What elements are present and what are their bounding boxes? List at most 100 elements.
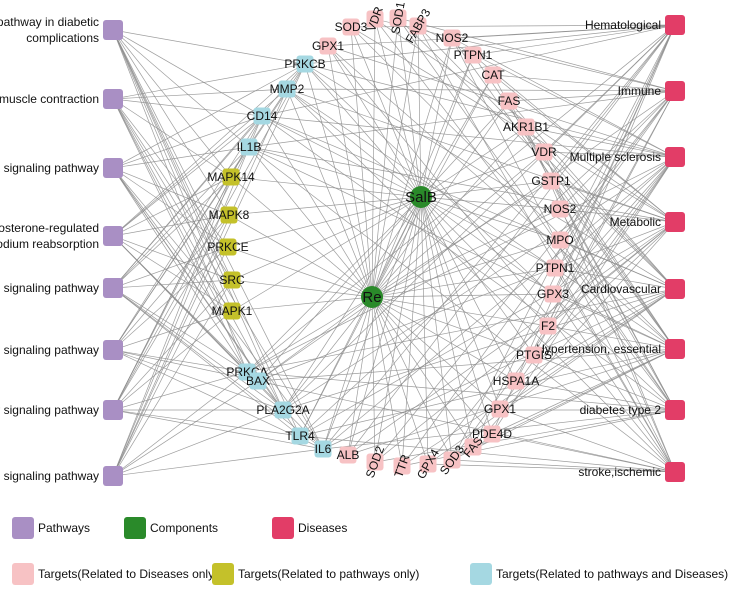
legend-swatch-target-pathway	[212, 563, 234, 585]
edge-gnrh-signaling-pathway-tlr4	[112, 287, 301, 437]
mapk8-node	[220, 206, 238, 224]
target-label: TLR4	[285, 429, 315, 443]
edge-stroke-ischemic-gpx4	[427, 463, 676, 473]
sod3-node	[443, 451, 461, 469]
edge-stroke-ischemic-tlr4	[299, 435, 676, 473]
edge-gnrh-signaling-pathway-src	[112, 279, 233, 289]
edge-mapk-signaling-pathway-il1b	[112, 146, 250, 169]
target-label: MPO	[546, 233, 573, 247]
edge-aldosterone-regulated-sodium-reabsorption-prkcb	[112, 63, 306, 237]
hspa1a-node	[507, 372, 525, 390]
edge-gnrh-signaling-pathway-prkca	[112, 287, 248, 373]
multiple-sclerosis-node	[665, 147, 685, 167]
edge-layer	[112, 17, 676, 477]
edge-diabetes-type-2-vdr	[374, 18, 676, 411]
edge-multiple-sclerosis-gpx3	[552, 156, 676, 295]
edge-mapk-signaling-pathway-prkca	[112, 167, 248, 373]
edge-re-sod3	[350, 26, 373, 298]
edge-vascular-smooth-muscle-contraction-mapk14	[112, 98, 232, 178]
gpx1-node	[491, 400, 509, 418]
target-label: SRC	[219, 273, 245, 287]
edge-immune-bax	[257, 90, 676, 382]
edge-immune-nos2	[559, 90, 676, 210]
edge-hematological-gstp1	[550, 24, 676, 182]
mapk-signaling-pathway-node	[103, 158, 123, 178]
edge-re-prkcb	[304, 63, 373, 298]
edge-stroke-ischemic-gpx3	[552, 293, 676, 473]
edge-salb-fas	[420, 100, 510, 198]
edge-metabolic-nos2	[559, 208, 676, 223]
edge-stroke-ischemic-pde4d	[491, 433, 676, 473]
edge-re-mapk14	[230, 176, 373, 298]
edge-aldosterone-regulated-sodium-reabsorption-il6	[112, 235, 324, 450]
mmp2-node	[278, 80, 296, 98]
edge-salb-il1b	[248, 146, 422, 198]
legend-label: Components	[150, 521, 218, 535]
edge-stroke-ischemic-nos2	[451, 37, 676, 473]
edge-salb-mapk1	[231, 196, 422, 312]
edge-re-src	[231, 279, 373, 298]
edge-re-gpx4	[371, 296, 429, 465]
target-label: PTGIS	[516, 348, 552, 362]
target-label: BAX	[246, 374, 270, 388]
edge-re-mmp2	[286, 88, 373, 298]
nf-kappa-b-signaling-pathway-node	[103, 466, 123, 486]
edge-hypertension-essential-gpx1	[327, 45, 676, 350]
edge-immune-ttr	[401, 90, 676, 467]
edge-hematological-pla2g2a	[282, 24, 676, 411]
edge-re-il6	[322, 296, 373, 450]
edge-re-fas	[371, 296, 474, 448]
legend-label: Targets(Related to pathways only)	[238, 567, 419, 581]
edge-vascular-smooth-muscle-contraction-src	[112, 98, 233, 281]
edge-vascular-smooth-muscle-contraction-il6	[112, 98, 324, 450]
target-label: NOS2	[436, 31, 469, 45]
pathway-label: NF-kappa B signaling pathway	[0, 469, 99, 483]
edge-nf-kappa-b-signaling-pathway-bax	[112, 380, 259, 477]
edge-toll-like-receptor-signaling-pathway-prkca	[112, 371, 248, 411]
edge-metabolic-ptpn1	[472, 54, 676, 223]
edge-hematological-fas	[472, 24, 676, 448]
prkce-node	[219, 238, 237, 256]
edge-gnrh-signaling-pathway-prkce	[112, 246, 229, 289]
fas-node	[500, 92, 518, 110]
mpo-node	[551, 231, 569, 249]
edge-cardiovascular-hspa1a	[515, 288, 676, 382]
prkcb-node	[296, 55, 314, 73]
disease-label: Multiple sclerosis	[570, 150, 661, 164]
ttr-node	[393, 457, 411, 475]
edge-metabolic-ptgis	[533, 221, 676, 356]
edge-re-prkce	[227, 246, 373, 298]
disease-label: Metabolic	[610, 215, 661, 229]
edge-gnrh-signaling-pathway-il6	[112, 287, 324, 450]
mapk14-node	[222, 168, 240, 186]
edge-salb-gpx1	[420, 196, 501, 410]
age-rage-signaling-pathway-in-diabetic-complications-node	[103, 20, 123, 40]
edge-nf-kappa-b-signaling-pathway-prkcb	[112, 63, 306, 477]
target-label: MAPK1	[212, 304, 253, 318]
edge-hypertension-essential-fas	[472, 348, 676, 448]
edge-re-gpx1	[371, 296, 501, 410]
target-label: TTR	[391, 452, 412, 479]
edge-salb-cd14	[261, 115, 422, 198]
edge-mapk-signaling-pathway-prkce	[112, 167, 229, 248]
pathway-label: GnRH signaling pathway	[0, 281, 99, 295]
edge-immune-il1b	[248, 90, 676, 148]
edge-re-mpo	[371, 239, 561, 298]
ptpn1-node	[546, 259, 564, 277]
edge-multiple-sclerosis-akr1b1	[525, 126, 676, 158]
edge-re-sod1	[371, 17, 399, 298]
edge-toll-like-receptor-signaling-pathway-tlr4	[112, 409, 301, 437]
edge-stroke-ischemic-bax	[257, 380, 676, 473]
edge-salb-ptpn1	[420, 196, 556, 269]
edge-re-mapk1	[231, 296, 373, 312]
edge-salb-pla2g2a	[282, 196, 422, 411]
edge-hematological-ptpn1	[472, 24, 676, 56]
edge-multiple-sclerosis-gpx4	[427, 156, 676, 465]
edge-cardiovascular-gpx1	[499, 288, 676, 410]
edge-diabetes-type-2-hspa1a	[515, 380, 676, 411]
edge-hypertension-essential-il1b	[248, 146, 676, 350]
disease-label: stroke,ischemic	[578, 465, 661, 479]
edge-hypertension-essential-f2	[547, 325, 676, 350]
